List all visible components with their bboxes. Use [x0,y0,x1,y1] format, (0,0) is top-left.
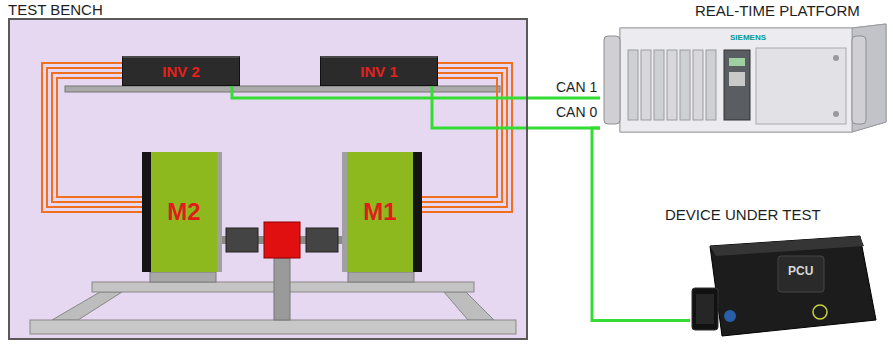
real-time-platform: REAL-TIME PLATFORMSIEMENS [600,22,890,134]
inverter-rail [65,86,500,92]
node-label: INV 1 [360,63,398,80]
heading-text: DEVICE UNDER TEST [665,206,821,223]
can-bus-line [592,128,690,321]
torque-coupling [264,222,300,258]
drawing-rect [692,288,718,330]
bus-label: CAN 0 [556,104,597,120]
drawing-polygon [710,236,864,256]
node-label: M2 [167,198,200,226]
rack-slot [654,50,664,120]
heading-text: TEST BENCH [8,1,103,18]
motor-foot [150,272,216,282]
drawing-rect [604,36,620,124]
power-cable [57,78,142,197]
drawing-polygon [710,236,876,336]
power-cable [422,73,502,202]
drawing-rect [696,294,714,324]
rack-slot [680,50,690,120]
stand-leg [52,292,122,320]
drawing-polygon [620,24,886,132]
can-bus-line [232,86,600,98]
drawing-circle [813,305,827,319]
bench-ground [8,18,528,340]
stand-leg [444,292,494,320]
rack-slot [706,50,716,120]
power-cable [47,68,142,207]
drawing-rect [729,72,745,86]
rack-slot [628,50,638,120]
power-cable [422,68,507,207]
drawing-polygon [852,24,886,132]
heading-text: REAL-TIME PLATFORM [695,2,860,19]
drawing-rect [852,36,866,124]
node-label: M1 [363,198,396,226]
drawing-rect [778,256,824,292]
drawing-rect [620,28,852,132]
shaft-hub [306,228,338,252]
rack-slot [641,50,651,120]
shaft-hub [226,228,258,252]
can-bus-line [592,128,690,321]
drawing-circle [833,55,839,61]
motor-block: M2 [142,152,222,272]
drawing-rect [729,58,745,66]
drawing-g [628,50,716,120]
device-label: PCU [788,264,813,278]
test-bench-panel: TEST BENCHINV 2INV 1M2M1 [8,18,528,340]
rack-slot [667,50,677,120]
coupling-post [274,258,290,320]
can-bus-line [232,86,600,98]
motor-block: M1 [342,152,422,272]
bus-label: CAN 1 [556,79,597,95]
inverter-box: INV 1 [320,56,438,86]
drawing-circle [724,310,736,322]
device-under-test: DEVICE UNDER TESTPCU [690,232,880,340]
rack-slot [693,50,703,120]
stand-base [30,320,516,334]
drawing-rect [756,48,846,124]
drawing-rect [724,50,750,120]
pcu-device-picture [690,232,880,340]
brand-label: SIEMENS [730,33,766,42]
node-label: INV 2 [162,63,200,80]
power-cable [52,73,142,202]
drawing-circle [833,111,839,117]
inverter-box: INV 2 [122,56,240,86]
motor-foot [348,272,414,282]
